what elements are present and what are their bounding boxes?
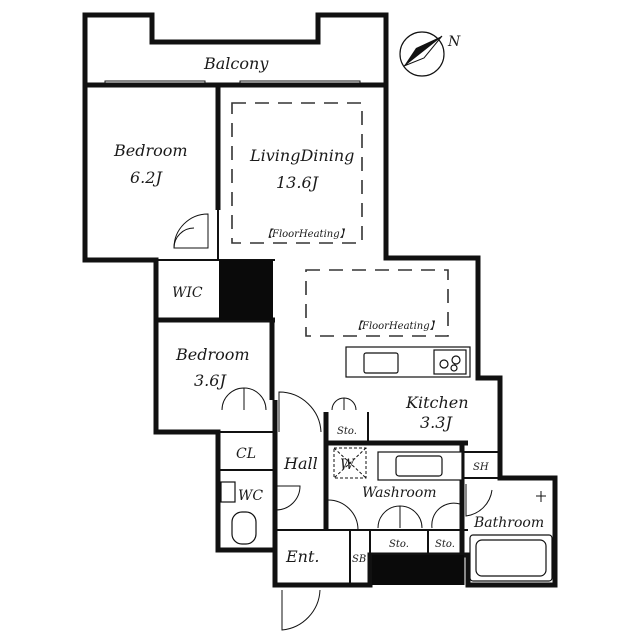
doors <box>173 213 493 631</box>
wc-label: WC <box>238 488 263 504</box>
bedroom1-size: 6.2J <box>130 168 163 187</box>
washroom-label: Washroom <box>362 485 437 501</box>
toilet-tank <box>220 481 236 503</box>
shower-icon <box>536 491 546 502</box>
floor-heating-zone-living <box>231 102 363 244</box>
bedroom2-name: Bedroom <box>175 345 250 364</box>
storage2-label: Sto. <box>389 539 409 550</box>
kitchen-sink <box>363 352 399 374</box>
living-floor-heating-label: 【FloorHeating】 <box>262 228 350 240</box>
shoe-cabinet-sh-label: SH <box>473 462 489 473</box>
outer-walls <box>82 82 558 588</box>
closet-label: CL <box>236 446 256 462</box>
compass: N <box>399 31 461 77</box>
entrance-label: Ent. <box>285 547 320 566</box>
storage1-label: Sto. <box>337 426 357 437</box>
dining-floor-heating-label: 【FloorHeating】 <box>352 320 440 332</box>
storage3-label: Sto. <box>435 539 455 550</box>
washer-label: W <box>340 457 356 473</box>
interior-walls <box>156 85 500 585</box>
fixtures <box>220 346 553 582</box>
bathroom-label: Bathroom <box>473 515 544 531</box>
wic-label: WIC <box>172 285 203 301</box>
kitchen-size: 3.3J <box>420 413 453 432</box>
balcony <box>82 12 389 87</box>
stove <box>433 349 467 375</box>
pipe-shaft <box>219 260 273 320</box>
bedroom1-name: Bedroom <box>113 141 188 160</box>
living-name: LivingDining <box>249 146 354 165</box>
pipe-shaft-lower <box>372 555 464 585</box>
kitchen-name: Kitchen <box>405 393 469 412</box>
toilet-bowl <box>231 511 257 545</box>
washroom-sink <box>395 455 443 477</box>
hall-label: Hall <box>283 454 318 473</box>
bedroom2-size: 3.6J <box>194 371 227 390</box>
balcony-label: Balcony <box>203 54 269 73</box>
floor-heating-zone-dining <box>305 269 449 337</box>
washer-space <box>333 447 367 479</box>
living-size: 13.6J <box>276 173 320 192</box>
shoe-box-sb-label: SB <box>352 554 366 565</box>
compass-label: N <box>447 34 461 50</box>
